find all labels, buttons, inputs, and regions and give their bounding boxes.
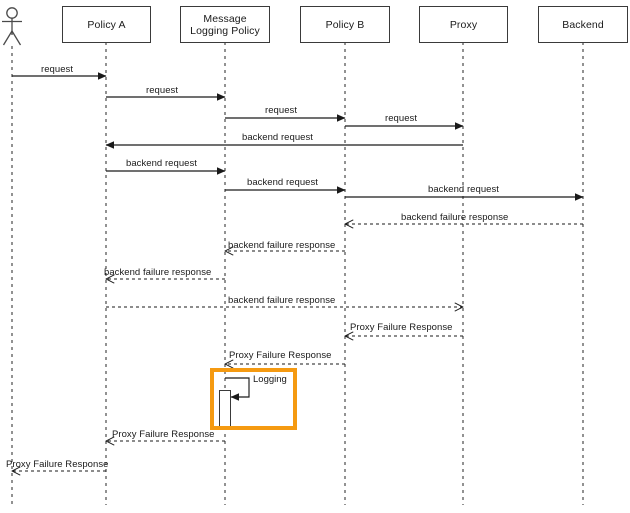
message-label: Proxy Failure Response [350,322,453,333]
message-label: Proxy Failure Response [6,459,109,470]
message-label: Proxy Failure Response [112,429,215,440]
message-label: Proxy Failure Response [229,350,332,361]
self-message-label-logging: Logging [253,374,287,385]
participant-header-policy-b[interactable]: Policy B [300,6,390,43]
message-label: backend failure response [228,295,336,306]
message-label: request [385,113,418,124]
participant-label: Proxy [449,18,478,31]
participant-label: Message Logging Policy [190,12,260,37]
participant-label: Backend [562,18,604,31]
message-label: request [265,105,298,116]
self-message-arrow[interactable] [225,377,250,401]
message-label: backend failure response [401,212,509,223]
message-label: backend failure response [104,267,212,278]
lifelines-group [11,42,584,505]
participant-label: Policy B [325,18,365,31]
message-label: backend request [247,177,318,188]
messages-group [12,72,584,471]
participant-header-policy-a[interactable]: Policy A [62,6,151,43]
message-label: request [146,85,179,96]
activation-bar [219,390,231,429]
participant-header-message-logging-policy[interactable]: Message Logging Policy [180,6,270,43]
message-label: request [41,64,74,75]
message-label: backend request [126,158,197,169]
participant-header-backend[interactable]: Backend [538,6,628,43]
message-label: backend request [428,184,499,195]
participant-header-proxy[interactable]: Proxy [419,6,508,43]
message-label: backend failure response [228,240,336,251]
participant-label: Policy A [87,18,126,31]
self-message-logging [225,377,250,401]
message-label: backend request [242,132,313,143]
actor-stick-figure-icon [2,7,22,46]
